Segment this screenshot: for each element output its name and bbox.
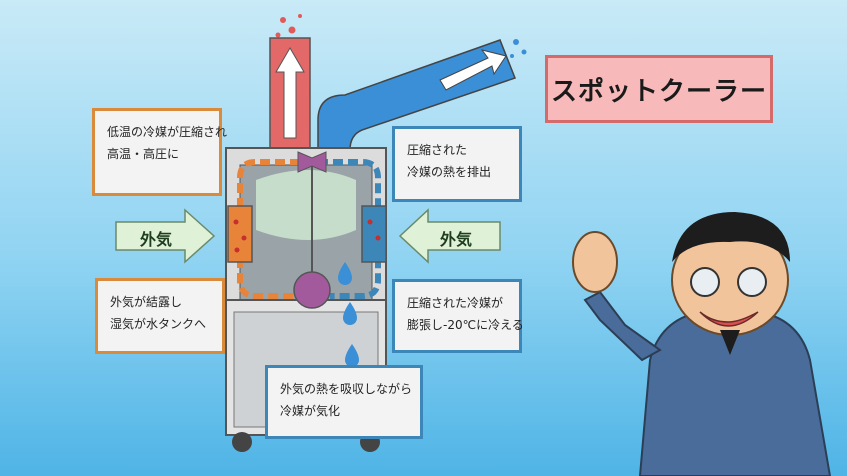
compressor — [293, 151, 331, 309]
left-air-label: 外気 — [140, 230, 173, 249]
note-evaporation-line-2: 冷媒が気化 — [280, 404, 341, 418]
page-title: スポットクーラー — [545, 55, 773, 123]
left-air-arrow — [115, 208, 216, 264]
note-heat-exhaust-line-2: 冷媒の熱を排出 — [407, 165, 492, 179]
right-air-label: 外気 — [440, 230, 473, 249]
right-air-arrow — [398, 208, 501, 264]
note-heat-exhaust: 圧縮された 冷媒の熱を排出 — [392, 126, 522, 202]
note-condensation-line-1: 外気が結露し — [110, 295, 183, 309]
note-evaporation-line-1: 外気の熱を吸収しながら — [280, 382, 413, 396]
water-droplets — [338, 262, 359, 367]
note-condensation: 外気が結露し 湿気が水タンクへ — [95, 278, 225, 354]
note-evaporation: 外気の熱を吸収しながら 冷媒が気化 — [265, 365, 423, 439]
note-compression-line-1: 低温の冷媒が圧縮され — [107, 125, 228, 139]
note-expansion-line-1: 圧縮された冷媒が — [407, 296, 504, 310]
note-expansion: 圧縮された冷媒が 膨張し-20℃に冷える — [392, 279, 524, 353]
note-condensation-line-2: 湿気が水タンクへ — [110, 317, 207, 331]
airflow-shape — [256, 170, 356, 240]
note-compression-line-2: 高温・高圧に — [107, 147, 180, 161]
presenter-character — [572, 212, 832, 476]
bubbles-decoration — [275, 14, 527, 58]
note-heat-exhaust-line-1: 圧縮された — [407, 143, 468, 157]
note-compression: 低温の冷媒が圧縮され 高温・高圧に — [92, 108, 228, 196]
condenser — [227, 205, 253, 263]
note-expansion-line-2: 膨張し-20℃に冷える — [407, 318, 524, 332]
cool-exhaust-duct — [317, 39, 516, 151]
evaporator — [361, 205, 387, 263]
hot-exhaust-duct — [269, 37, 311, 149]
